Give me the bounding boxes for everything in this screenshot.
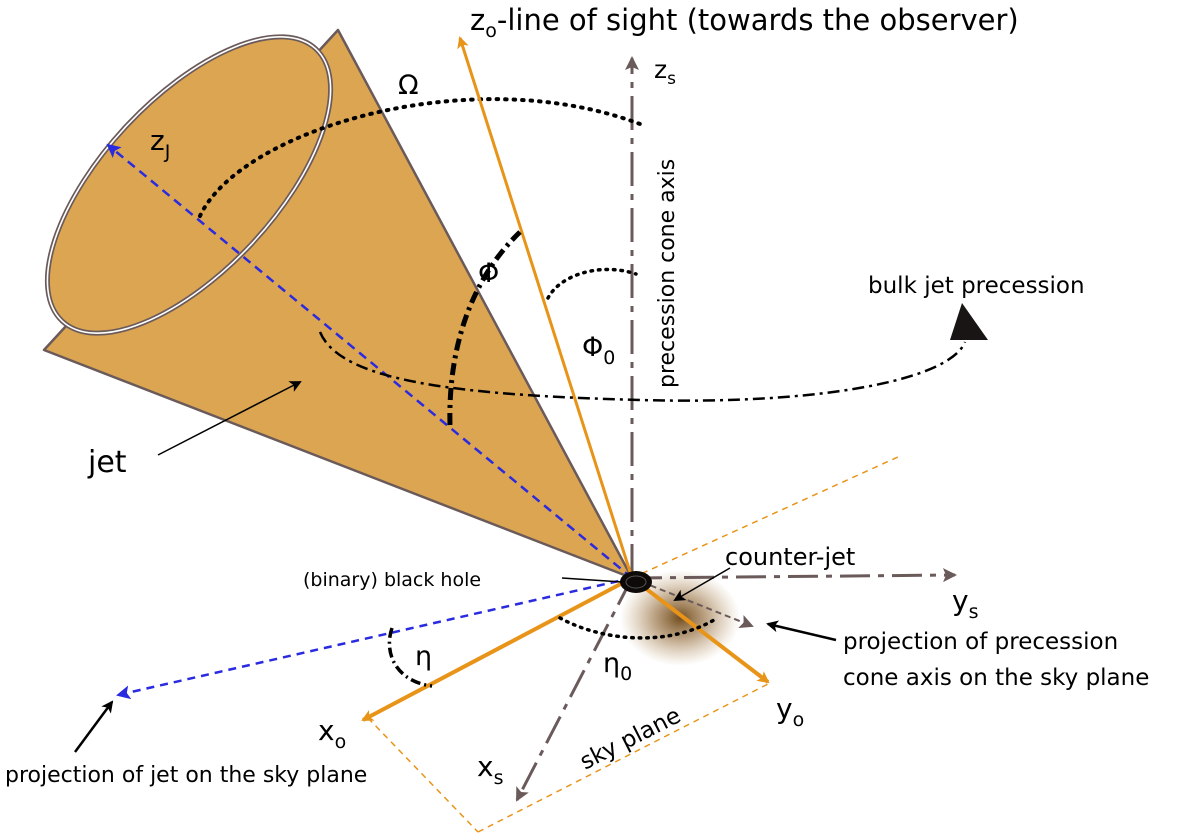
ys-label: ys [952,584,978,623]
line-of-sight-label: zo-line of sight (towards the observer) [470,3,1019,42]
proj-jet-label: projection of jet on the sky plane [5,763,367,788]
bulk-jet-precession-label: bulk jet precession [868,273,1085,299]
sky-plane-label: sky plane [576,703,685,776]
black-hole-label: (binary) black hole [303,569,481,591]
jet-pointer [157,381,302,456]
yo-axis [630,576,770,684]
eta0-label: η0 [603,648,632,685]
line-of-sight-axis [457,36,634,579]
xs-axis [515,577,634,802]
bulk-precession-arrowhead [950,303,988,340]
phi-arc [447,230,522,426]
counter-jet-pointer [673,567,731,602]
ys-axis [631,568,957,583]
proj-cone-label-line1: projection of precession [843,629,1118,655]
black-hole [620,571,652,593]
jet-projection [116,576,633,700]
eta0-arc [558,616,716,640]
sky-plane-outline [367,455,901,833]
jet-projection-pointer [73,700,114,753]
eta-label: η [415,641,432,672]
cone-axis-projection [631,577,754,629]
phi0-arc [546,267,638,300]
zs-label: zs [654,55,676,89]
black-hole-pointer [561,577,623,583]
zj-label: zJ [150,124,170,163]
jet-axis [106,143,633,579]
phi-label: Φ [478,258,499,289]
xo-axis [361,576,633,722]
eta-arc [387,627,433,688]
counter-jet-label: counter-jet [725,543,855,571]
cone-projection-pointer [766,620,837,642]
xo-label: xo [318,714,346,753]
omega-arc [198,97,642,218]
phi0-label: Φ0 [582,332,615,369]
yo-label: yo [776,692,804,731]
jet-cone [42,28,634,580]
xs-label: xs [477,750,503,789]
jet-label: jet [87,445,127,480]
omega-label: Ω [398,70,419,101]
precession-cone-axis-label: precession cone axis [655,159,680,388]
bulk-precession-path [318,331,967,402]
proj-cone-label-line2: cone axis on the sky plane [843,665,1149,691]
